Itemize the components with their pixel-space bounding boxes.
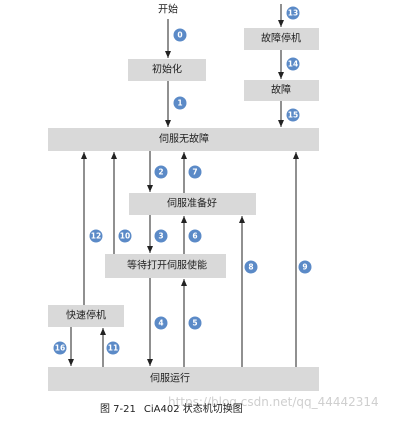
svg-text:6: 6	[192, 232, 197, 241]
badge-0: 0	[173, 28, 187, 42]
svg-text:4: 4	[158, 319, 163, 328]
svg-text:8: 8	[248, 263, 253, 272]
state-quick-stop: 快速停机	[48, 305, 124, 327]
svg-text:11: 11	[108, 344, 118, 353]
figure-caption-text: CiA402 状态机切换图	[144, 402, 243, 415]
state-fault-stop: 故障停机	[244, 28, 319, 50]
svg-text:13: 13	[288, 9, 298, 18]
badge-3: 3	[154, 229, 168, 243]
start-label: 开始	[158, 3, 178, 16]
badge-15: 15	[286, 108, 300, 122]
svg-text:16: 16	[55, 344, 65, 353]
badge-8: 8	[244, 260, 258, 274]
state-fault-stop-label: 故障停机	[261, 32, 301, 45]
svg-text:14: 14	[288, 60, 298, 69]
badge-2: 2	[154, 165, 168, 179]
transition-badges: 0 1 13 14 15 2 7 3 6 12 10 8 9 4 5 16 11	[53, 6, 312, 355]
badge-7: 7	[188, 165, 202, 179]
state-servo-no-fault-label: 伺服无故障	[159, 132, 209, 145]
state-fault: 故障	[244, 80, 319, 101]
badge-1: 1	[173, 96, 187, 110]
state-wait-enable-label: 等待打开伺服使能	[127, 259, 207, 272]
svg-text:2: 2	[158, 168, 163, 177]
badge-16: 16	[53, 341, 67, 355]
badge-14: 14	[286, 57, 300, 71]
state-quick-stop-label: 快速停机	[66, 309, 106, 322]
svg-text:12: 12	[91, 232, 101, 241]
state-servo-ready-label: 伺服准备好	[167, 197, 217, 210]
state-wait-enable: 等待打开伺服使能	[105, 254, 226, 278]
svg-text:0: 0	[177, 31, 182, 40]
svg-text:9: 9	[302, 263, 307, 272]
svg-text:1: 1	[177, 99, 182, 108]
state-init-label: 初始化	[152, 63, 182, 76]
svg-text:3: 3	[158, 232, 163, 241]
badge-4: 4	[154, 316, 168, 330]
svg-text:15: 15	[288, 111, 298, 120]
transition-edges	[68, 4, 299, 367]
state-servo-ready: 伺服准备好	[129, 193, 256, 215]
badge-9: 9	[298, 260, 312, 274]
state-fault-label: 故障	[271, 83, 291, 96]
state-servo-no-fault: 伺服无故障	[48, 128, 319, 151]
badge-10: 10	[118, 229, 132, 243]
badge-12: 12	[89, 229, 103, 243]
figure-caption: 图 7-21 CiA402 状态机切换图	[100, 402, 243, 415]
badge-6: 6	[188, 229, 202, 243]
state-servo-run-label: 伺服运行	[150, 372, 190, 385]
svg-text:5: 5	[192, 319, 197, 328]
svg-text:10: 10	[120, 232, 130, 241]
svg-text:7: 7	[192, 168, 197, 177]
badge-11: 11	[106, 341, 120, 355]
badge-5: 5	[188, 316, 202, 330]
watermark-text: https://blog.csdn.net/qq_44442314	[168, 395, 379, 409]
state-init: 初始化	[128, 59, 206, 81]
figure-number: 图 7-21	[100, 403, 136, 415]
state-servo-run: 伺服运行	[48, 367, 319, 391]
badge-13: 13	[286, 6, 300, 20]
